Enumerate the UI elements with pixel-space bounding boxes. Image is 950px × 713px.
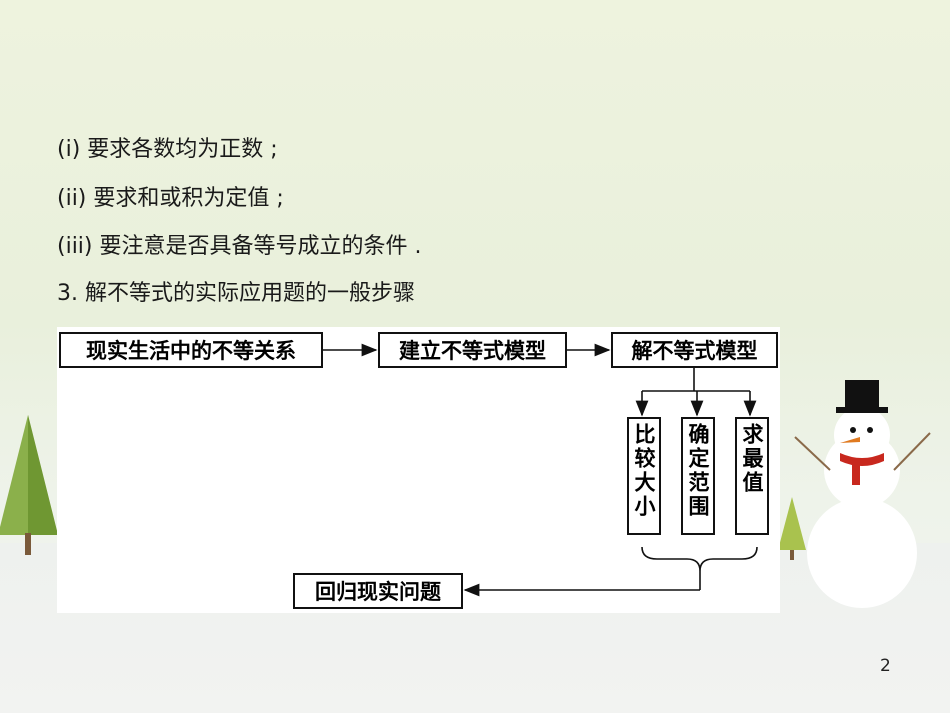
flowchart-panel: 现实生活中的不等关系 建立不等式模型 解不等式模型 比较大小 确定范围 求最值 … [57,327,780,613]
tree-right-decoration [778,497,806,560]
page-number: 2 [880,656,891,676]
branch-determine-range: 确定范围 [681,417,715,535]
condition-line-3: (iii) 要注意是否具备等号成立的条件 . [57,234,422,259]
snowman-decoration [794,380,931,608]
tree-left-decoration [0,415,58,555]
step-return-to-reality: 回归现实问题 [293,573,463,609]
section-heading: 3. 解不等式的实际应用题的一般步骤 [57,281,415,306]
step-solve-model: 解不等式模型 [611,332,778,368]
step-real-inequality: 现实生活中的不等关系 [59,332,323,368]
branch-find-extremum: 求最值 [735,417,769,535]
flowchart-connectors [323,343,758,597]
condition-line-1: (i) 要求各数均为正数 ; [57,137,278,162]
step-build-model: 建立不等式模型 [378,332,567,368]
condition-line-2: (ii) 要求和或积为定值 ; [57,186,284,211]
branch-compare-size: 比较大小 [627,417,661,535]
